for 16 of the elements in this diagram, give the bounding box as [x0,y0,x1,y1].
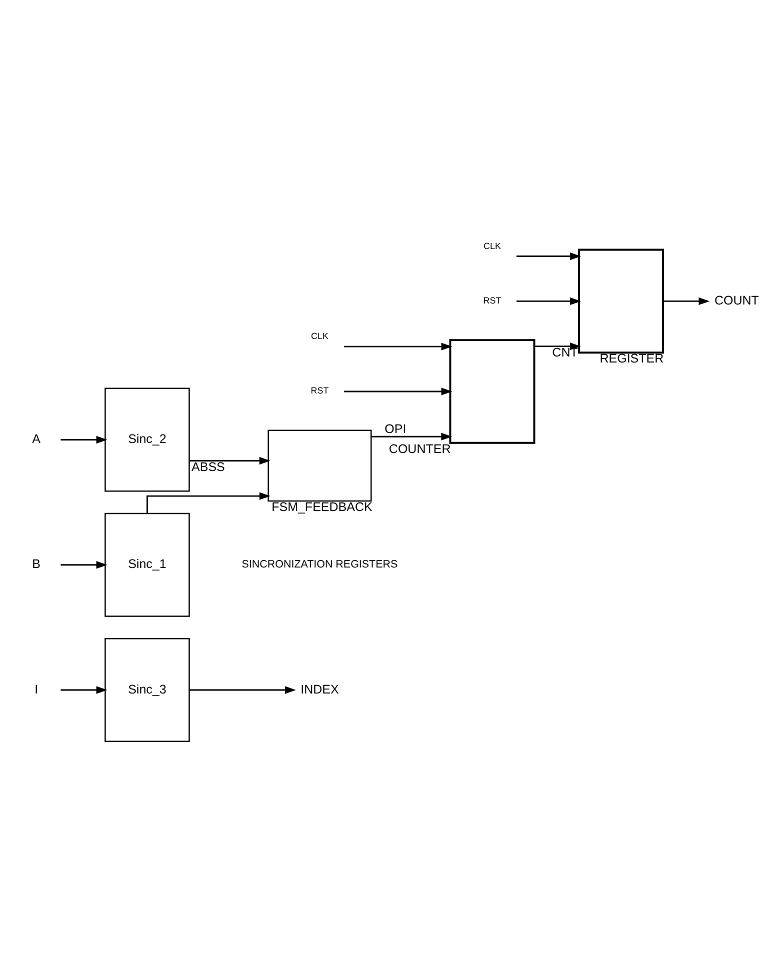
node-text: B [32,557,41,572]
node-text: RST [483,295,502,306]
node-label: COUNTER [388,442,451,456]
label: SINCRONIZATION REGISTERS [242,558,398,571]
node-text: RST [310,386,329,396]
edge-label: OPI [384,422,406,436]
node-text: INDEX [300,682,339,696]
edge-label: ABSS [192,460,225,474]
node-label: FSM_FEEDBACK [272,500,372,514]
node-text: I [34,682,38,696]
node-text: CLK [484,240,501,251]
edge-label: CNT [552,345,578,360]
node-text: COUNT [714,294,759,308]
node-label: REGISTER [600,352,664,366]
node-text: CLK [311,331,328,342]
node-text: A [32,432,41,446]
